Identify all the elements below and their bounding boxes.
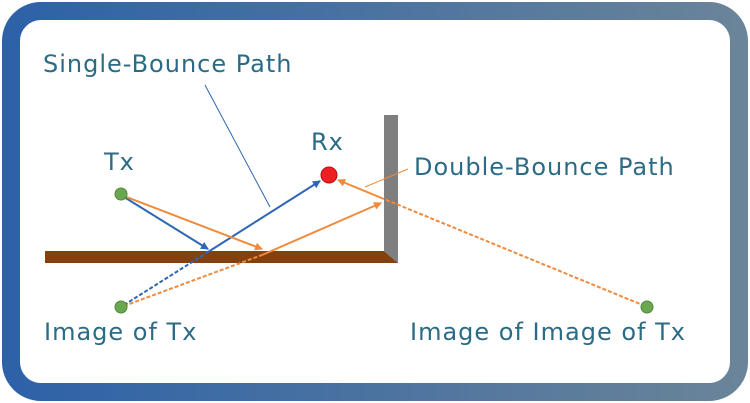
double-bounce-leader [364,168,409,188]
double-bounce-label: Double-Bounce Path [414,153,675,181]
double-path-second-reflection [337,178,385,200]
image-of-tx-label: Image of Tx [44,318,197,346]
double-path-first-reflection [261,202,382,256]
image-of-tx-point [114,300,128,314]
tx-point [114,187,128,201]
double-path-image-dashed [123,254,263,307]
rx-label: Rx [311,128,344,156]
single-bounce-leader [204,84,271,208]
single-bounce-label: Single-Bounce Path [43,50,292,78]
double-path-image2-dashed [383,198,646,307]
wall [384,115,398,263]
single-path-incident [123,196,209,250]
image-of-image-of-tx-label: Image of Image of Tx [410,318,686,346]
image-of-image-of-tx-point [640,300,654,314]
tx-label: Tx [103,148,135,176]
floor [45,251,398,263]
single-path-image-dashed [123,251,209,306]
single-path-reflected [207,180,321,253]
rx-point [320,166,338,184]
double-path-incident [123,195,263,251]
